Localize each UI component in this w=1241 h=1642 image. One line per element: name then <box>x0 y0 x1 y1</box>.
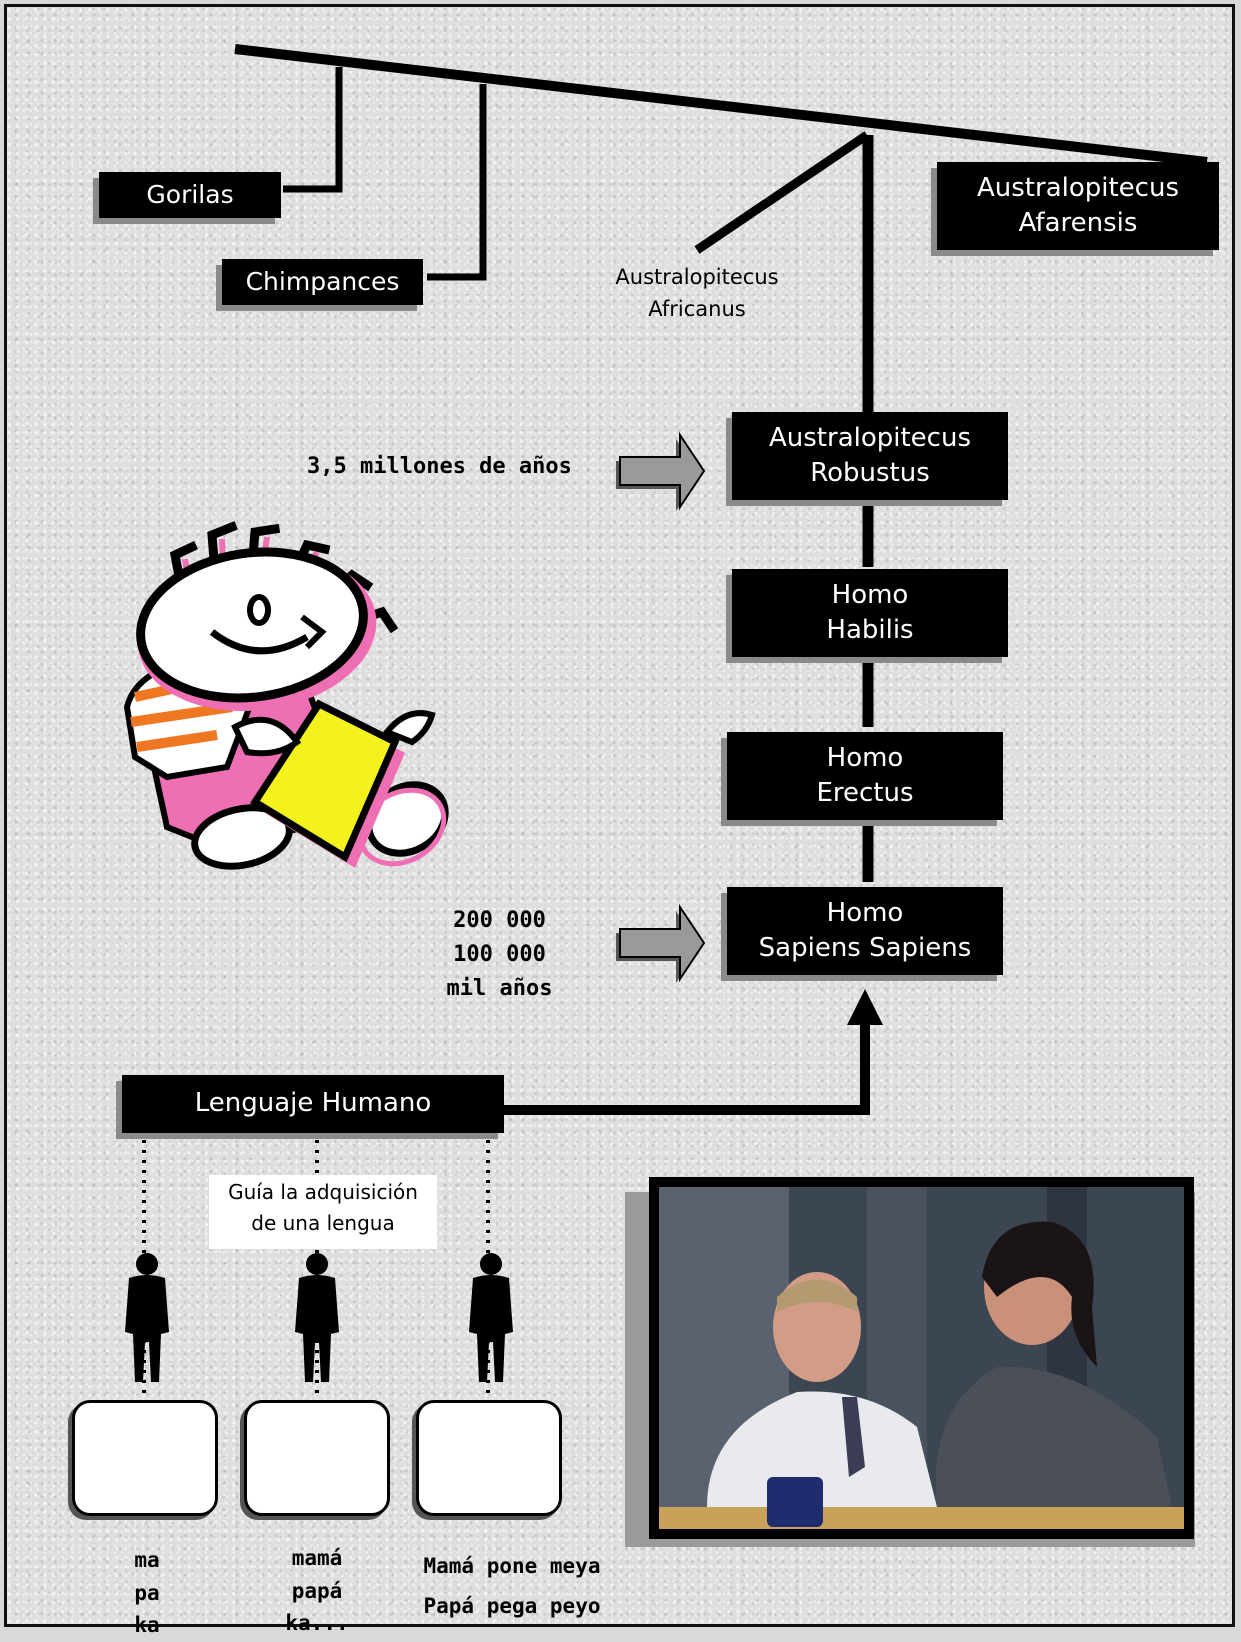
box-gorilas: Gorilas <box>99 172 281 218</box>
box-lenguaje-humano: Lenguaje Humano <box>122 1075 504 1133</box>
label-africanus: Australopitecus Africanus <box>597 262 797 325</box>
person-silhouette-3 <box>469 1253 513 1382</box>
label-erectus-line1: Homo <box>826 742 904 773</box>
age-sapiens: 200 000 100 000 mil años <box>427 904 572 1006</box>
label-habilis-line2: Habilis <box>826 615 914 645</box>
age-sapiens-line1: 200 000 <box>453 908 546 933</box>
acquisition-note-line1: Guía la adquisición <box>228 1180 418 1204</box>
age-sapiens-line3: mil años <box>446 976 553 1002</box>
box-afarensis: Australopitecus Afarensis <box>937 162 1219 250</box>
stage-3-sentence-2: Papá pega peyo <box>423 1593 601 1618</box>
label-lenguaje-humano: Lenguaje Humano <box>194 1088 432 1119</box>
stage-1-word-2: pa <box>134 1580 160 1605</box>
acquisition-note-line2: de una lengua <box>251 1211 395 1235</box>
language-arrow-head <box>847 989 883 1025</box>
stage-3-words: Mamá pone meya Papá pega peyo <box>407 1547 617 1627</box>
label-chimpances: Chimpances <box>245 267 400 297</box>
speech-box-2 <box>244 1400 390 1516</box>
age-sapiens-line2: 100 000 <box>453 942 546 968</box>
age-arrow-robustus <box>616 431 706 511</box>
label-habilis-line1: Homo <box>831 579 909 610</box>
person-silhouette-2 <box>295 1253 339 1382</box>
acquisition-note: Guía la adquisición de una lengua <box>209 1175 437 1249</box>
label-erectus-line2: Erectus <box>816 778 914 808</box>
label-africanus-line2: Africanus <box>648 296 746 321</box>
stage-2-words: mamá papá ka... <box>262 1542 372 1640</box>
stage-1-word-1: ma <box>134 1548 160 1572</box>
stage-2-word-2: papá <box>291 1578 343 1603</box>
speech-box-3 <box>416 1400 562 1516</box>
main-branch-line <box>234 44 1208 167</box>
chimpances-branch-line <box>427 84 487 281</box>
age-robustus: 3,5 millones de años <box>307 454 572 479</box>
stage-1-words: ma pa ka <box>97 1544 197 1642</box>
gorilas-branch-line <box>283 67 343 193</box>
stage-2-word-1: mamá <box>291 1546 343 1570</box>
page-frame: Gorilas Chimpances Australopitecus Afare… <box>4 4 1235 1637</box>
box-habilis: Homo Habilis <box>732 569 1008 657</box>
label-sapiens-line1: Homo <box>826 897 904 928</box>
label-afarensis-line2: Afarensis <box>1018 208 1138 238</box>
box-erectus: Homo Erectus <box>727 732 1003 820</box>
speech-box-1 <box>72 1400 218 1516</box>
box-robustus: Australopitecus Robustus <box>732 412 1008 500</box>
africanus-branch-line <box>694 131 870 254</box>
person-silhouette-1 <box>125 1253 169 1382</box>
box-chimpances: Chimpances <box>222 259 423 305</box>
label-sapiens-line2: Sapiens Sapiens <box>758 933 972 963</box>
stage-3-sentence-1: Mamá pone meya <box>423 1554 601 1578</box>
label-africanus-line1: Australopitecus <box>615 265 779 289</box>
box-sapiens: Homo Sapiens Sapiens <box>727 887 1003 975</box>
label-gorilas: Gorilas <box>146 180 234 210</box>
language-connector-line <box>503 1017 870 1115</box>
stage-2-word-3: ka... <box>285 1611 349 1636</box>
age-arrow-sapiens <box>616 903 706 983</box>
kid-reading-illustration <box>123 521 449 870</box>
tree-connectors <box>123 44 1208 1547</box>
label-robustus-line2: Robustus <box>810 458 930 488</box>
stage-1-word-3: ka <box>134 1613 160 1638</box>
label-afarensis-line1: Australopitecus <box>977 172 1179 203</box>
office-photo <box>625 1177 1195 1547</box>
label-robustus-line1: Australopitecus <box>769 422 971 453</box>
